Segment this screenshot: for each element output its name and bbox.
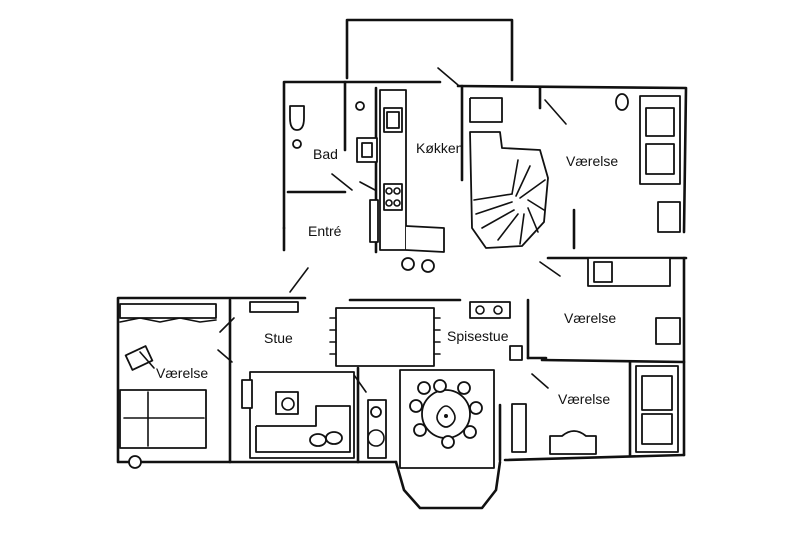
room-label-stue: Stue bbox=[264, 330, 293, 346]
room-left-furniture bbox=[119, 303, 217, 469]
room-bottom-right-furniture bbox=[511, 365, 679, 455]
staircase bbox=[469, 97, 549, 249]
room-label-vaerelse-left: Værelse bbox=[156, 365, 208, 381]
rug-icon bbox=[335, 307, 435, 367]
kitchen-counter bbox=[369, 89, 445, 273]
room-label-vaerelse-top-right: Værelse bbox=[566, 153, 618, 169]
room-label-entre: Entré bbox=[308, 223, 342, 239]
room-mid-right-furniture bbox=[469, 257, 681, 361]
room-labels: Bad Køkken Entré Værelse Værelse Værelse… bbox=[156, 140, 618, 407]
living-room-furniture bbox=[241, 301, 441, 459]
plant-icon bbox=[367, 429, 385, 447]
exterior-walls bbox=[116, 18, 688, 510]
room-label-kokken: Køkken bbox=[416, 140, 463, 156]
flower-vase-icon bbox=[436, 405, 456, 428]
room-label-bad: Bad bbox=[313, 146, 338, 162]
bathroom-fixtures bbox=[289, 101, 378, 163]
toilet-icon bbox=[289, 105, 305, 131]
bed-icon bbox=[119, 389, 207, 449]
room-top-right-furniture bbox=[615, 93, 681, 233]
room-label-spisestue: Spisestue bbox=[447, 328, 509, 344]
dining-area bbox=[399, 369, 495, 469]
stove-icon bbox=[383, 183, 403, 211]
room-label-vaerelse-bottom-right: Værelse bbox=[558, 391, 610, 407]
room-label-vaerelse-mid-right: Værelse bbox=[564, 310, 616, 326]
